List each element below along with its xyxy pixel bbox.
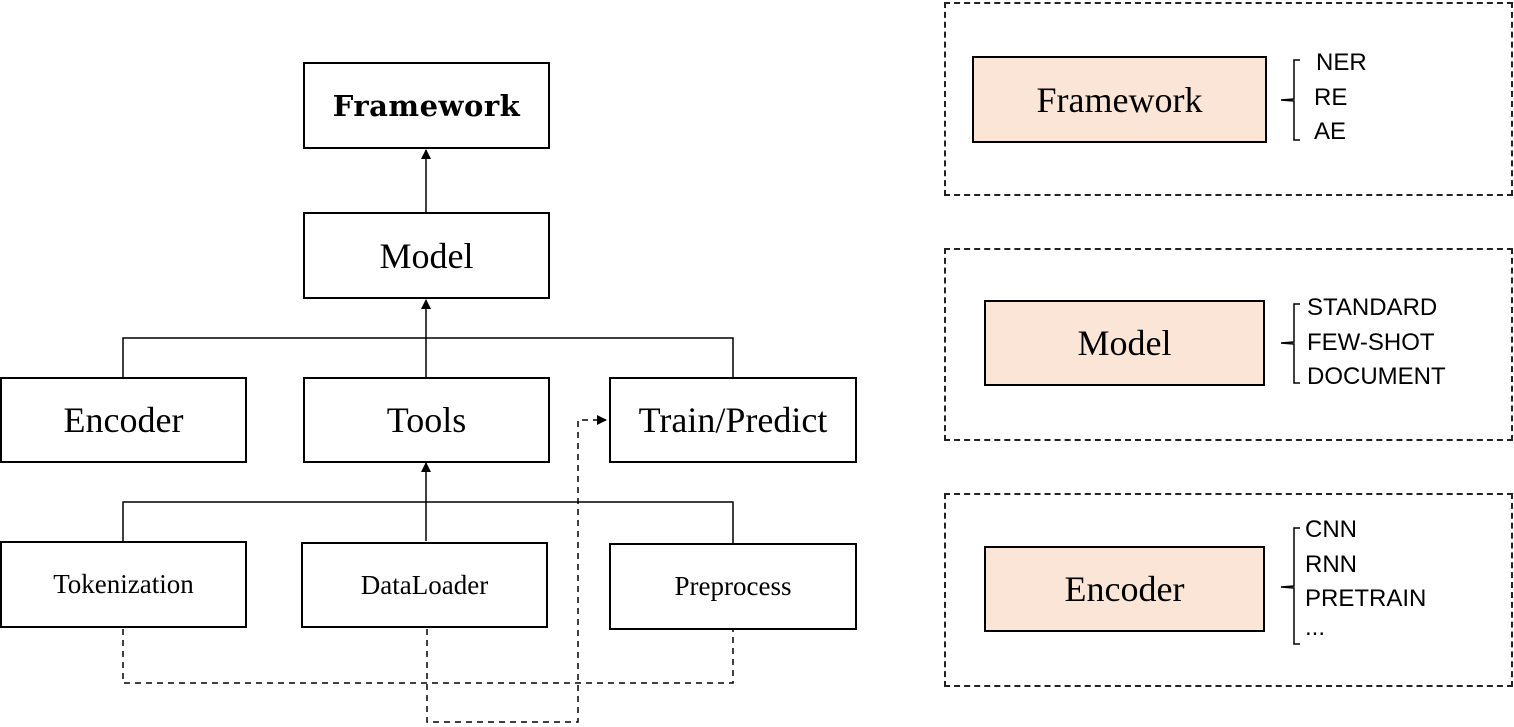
preprocess-box: Preprocess: [609, 543, 857, 630]
model-options: STANDARD FEW-SHOT DOCUMENT: [1307, 291, 1446, 395]
option-document: DOCUMENT: [1307, 363, 1446, 390]
encoder-options: CNN RNN PRETRAIN ...: [1305, 513, 1426, 645]
dashed-link-tokenization-preprocess: [122, 629, 734, 684]
option-more: ...: [1305, 613, 1326, 641]
encoder-panel: [944, 493, 1513, 687]
encoder-box: Encoder: [0, 377, 247, 463]
framework-box: Framework: [303, 62, 550, 149]
option-ner: NER: [1316, 49, 1367, 76]
dashed-link-dataloader-train: [426, 415, 607, 723]
option-rnn: RNN: [1305, 550, 1357, 578]
encoder-tag: Encoder: [984, 546, 1265, 632]
option-ae: AE: [1314, 118, 1347, 145]
model-panel: [944, 248, 1513, 441]
option-pretrain: PRETRAIN: [1305, 585, 1427, 612]
framework-options: NER RE AE: [1314, 46, 1367, 150]
framework-panel: [944, 2, 1513, 196]
framework-tag: Framework: [972, 56, 1267, 143]
model-box: Model: [303, 212, 550, 299]
connector-tokenization-preprocess: [122, 501, 734, 543]
model-tag: Model: [984, 300, 1265, 386]
option-few-shot: FEW-SHOT: [1307, 328, 1435, 356]
option-standard: STANDARD: [1307, 294, 1438, 321]
dataloader-box: DataLoader: [301, 542, 548, 628]
tokenization-box: Tokenization: [0, 541, 247, 628]
connector-encoder-train: [122, 337, 734, 377]
tools-box: Tools: [303, 377, 550, 463]
option-cnn: CNN: [1305, 516, 1357, 543]
train-predict-box: Train/Predict: [609, 377, 857, 463]
option-re: RE: [1314, 83, 1348, 111]
